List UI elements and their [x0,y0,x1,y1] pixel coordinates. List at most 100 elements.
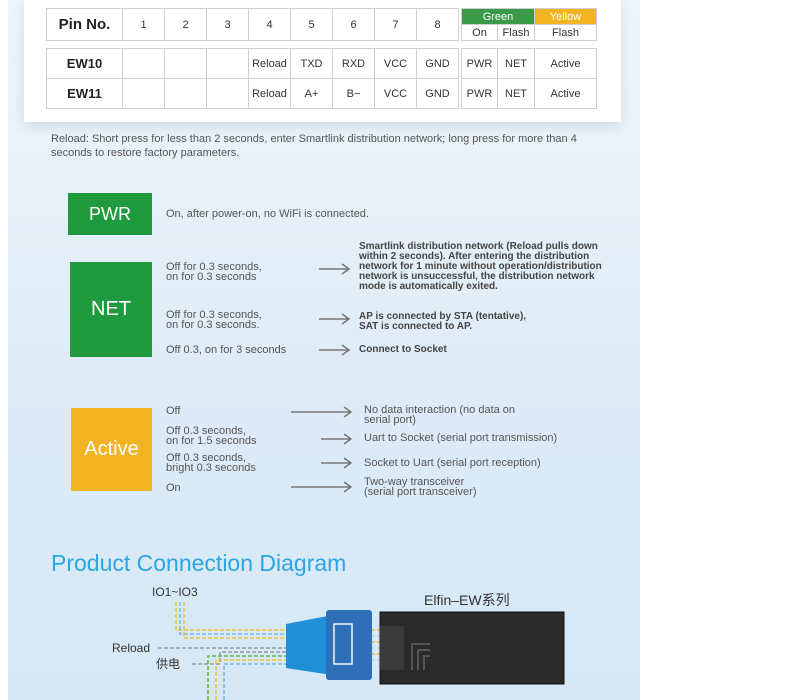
pin-number-header-table: Pin No. 1 2 3 4 5 6 7 8 [46,8,459,41]
result-line: serial port) [364,414,416,426]
led-cell: NET [497,48,535,79]
io-label: IO1~IO3 [152,585,198,599]
led-cell: Active [534,78,597,109]
pin-cell: VCC [374,48,417,79]
pin-cell: A+ [290,78,333,109]
pin-assignment-table: EW10 Reload TXD RXD VCC GND EW11 Reload … [46,48,459,109]
condition-line: Off for 0.3 seconds, [166,309,262,321]
pin-cell [122,78,165,109]
result-line: SAT is connected to AP. [359,321,473,332]
result-line: (serial port transceiver) [364,486,477,498]
condition-line: on for 1.5 seconds [166,435,257,447]
pin-number-1: 1 [122,8,165,41]
pin-number-3: 3 [206,8,249,41]
pin-cell: GND [416,48,459,79]
arrow-icon [319,344,351,356]
pin-cell: Reload [248,78,291,109]
pin-number-4: 4 [248,8,291,41]
pin-cell [164,78,207,109]
pwr-description: On, after power-on, no WiFi is connected… [166,208,369,220]
pin-cell: Reload [248,48,291,79]
io-wires [175,602,310,639]
pin-cell [122,48,165,79]
net-state-3-condition: Off 0.3, on for 3 seconds [166,344,287,356]
result-line: Smartlink distribution network (Reload p… [359,241,598,252]
table-row: EW11 Reload A+ B− VCC GND [46,78,459,109]
led-cell: PWR [461,78,498,109]
reload-note: Reload: Short press for less than 2 seco… [51,133,577,159]
pin-cell [206,48,249,79]
reload-label: Reload [112,641,150,655]
arrow-icon [291,481,353,493]
model-name: EW10 [46,48,123,79]
pin-number-7: 7 [374,8,417,41]
led-mode-label: Flash [497,24,535,41]
result-line: within 2 seconds). After entering the di… [359,251,590,262]
active-state-1-condition: Off [166,405,181,417]
arrow-icon [319,263,351,275]
pwr-badge: PWR [68,193,152,235]
led-cell: NET [497,78,535,109]
power-wires [192,651,310,700]
pin-cell: RXD [332,48,375,79]
net-state-3-result: Connect to Socket [359,344,447,355]
led-cell: Active [534,48,597,79]
result-line: No data interaction (no data on [364,404,516,416]
active-state-1-result: No data interaction (no data on serial p… [364,404,516,426]
active-state-2-result: Uart to Socket (serial port transmission… [364,432,558,444]
condition-line: on for 0.3 seconds. [166,319,260,331]
result-line: mode is automatically exited. [359,281,498,292]
active-state-4-condition: On [166,482,181,494]
model-name: EW11 [46,78,123,109]
cable-icon [286,614,338,676]
condition-line: on for 0.3 seconds [166,271,257,283]
pin-cell: VCC [374,78,417,109]
net-state-2-condition: Off for 0.3 seconds, on for 0.3 seconds. [166,309,262,331]
device-label: Elfin–EW系列 [424,592,510,608]
pin-number-5: 5 [290,8,333,41]
net-badge: NET [70,262,152,357]
pin-cell: TXD [290,48,333,79]
condition-line: bright 0.3 seconds [166,462,256,474]
connector-icon [326,610,372,680]
pin-header-label: Pin No. [46,8,123,41]
table-row: PWR NET Active [461,48,597,79]
connection-diagram: IO1~IO3 Elfin–EW系列 Reload 供电 [112,585,565,700]
diagram-title: Product Connection Diagram [51,550,347,576]
table-row: PWR NET Active [461,78,597,109]
arrow-icon [321,457,353,469]
active-state-3-condition: Off 0.3 seconds, bright 0.3 seconds [166,452,256,474]
led-indicator-table: PWR NET Active PWR NET Active [461,48,597,109]
result-line: network for 1 minute without operation/d… [359,261,602,272]
led-mode-label: Flash [534,24,597,41]
led-color-header: Green Yellow On Flash Flash [461,8,597,41]
table-row: EW10 Reload TXD RXD VCC GND [46,48,459,79]
device-icon [379,611,565,685]
active-state-3-result: Socket to Uart (serial port reception) [364,457,541,469]
pin-cell [164,48,207,79]
active-state-2-condition: Off 0.3 seconds, on for 1.5 seconds [166,425,257,447]
pin-number-6: 6 [332,8,375,41]
led-mode-label: On [461,24,498,41]
condition-line: Off 0.3 seconds, [166,452,246,464]
arrow-icon [291,406,353,418]
green-led-label: Green [461,8,535,25]
active-badge: Active [71,408,152,491]
arrow-icon [321,433,353,445]
pin-cell: B− [332,78,375,109]
condition-line: Off 0.3 seconds, [166,425,246,437]
net-state-1-result: Smartlink distribution network (Reload p… [359,242,602,292]
result-line: AP is connected by STA (tentative), [359,311,527,322]
wifi-logo-icon [411,643,430,670]
pin-number-8: 8 [416,8,459,41]
result-line: network is unsuccessful, the distributio… [359,271,595,282]
pin-cell [206,78,249,109]
active-state-4-result: Two-way transceiver (serial port transce… [364,476,477,498]
power-label: 供电 [156,657,180,671]
net-state-2-result: AP is connected by STA (tentative), SAT … [359,312,526,332]
arrow-icon [319,313,351,325]
pin-number-2: 2 [164,8,207,41]
result-line: Two-way transceiver [364,476,465,488]
condition-line: Off for 0.3 seconds, [166,261,262,273]
net-state-1-condition: Off for 0.3 seconds, on for 0.3 seconds [166,261,262,283]
